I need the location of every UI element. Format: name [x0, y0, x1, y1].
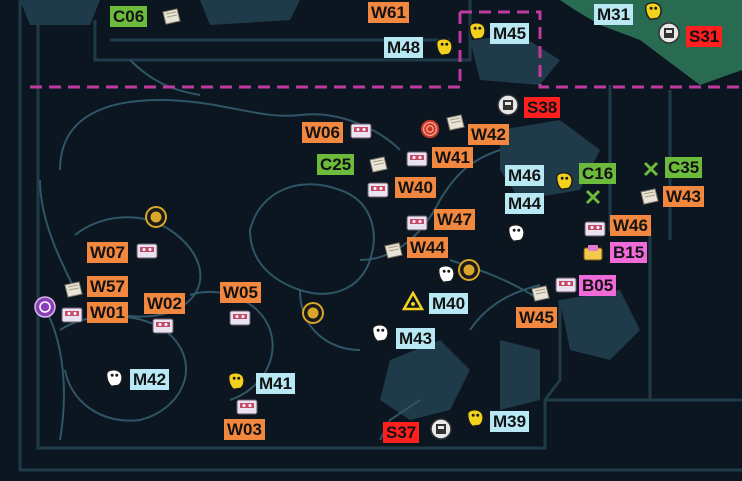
paper-icon[interactable]: [62, 279, 84, 301]
marker-label-m45[interactable]: M45: [490, 23, 530, 44]
marker-label-w57[interactable]: W57: [87, 276, 128, 297]
yellow-ghost-icon[interactable]: [225, 370, 247, 392]
cassette-icon[interactable]: [584, 218, 606, 240]
white-ghost-icon[interactable]: [369, 322, 391, 344]
marker-label-c16[interactable]: C16: [579, 163, 617, 184]
white-ghost-icon[interactable]: [103, 367, 125, 389]
wall-block: [380, 340, 470, 420]
cassette-icon[interactable]: [236, 396, 258, 418]
box-icon[interactable]: [582, 242, 604, 264]
safe-icon[interactable]: [658, 22, 680, 44]
marker-label-w06[interactable]: W06: [302, 122, 343, 143]
green-cross-icon[interactable]: [640, 158, 662, 180]
marker-label-m43[interactable]: M43: [396, 328, 436, 349]
safe-icon[interactable]: [497, 94, 519, 116]
cassette-icon[interactable]: [61, 304, 83, 326]
yellow-ghost-icon[interactable]: [464, 407, 486, 429]
wall-block: [560, 290, 640, 360]
marker-label-m41[interactable]: M41: [256, 373, 296, 394]
coin-icon[interactable]: [458, 259, 480, 281]
wall-block: [200, 0, 300, 25]
triangle-icon[interactable]: [402, 290, 424, 312]
cassette-icon[interactable]: [152, 315, 174, 337]
cassette-icon[interactable]: [406, 148, 428, 170]
coin-icon[interactable]: [145, 206, 167, 228]
marker-label-m42[interactable]: M42: [130, 369, 170, 390]
green-cross-icon[interactable]: [582, 186, 604, 208]
marker-label-w42[interactable]: W42: [468, 124, 509, 145]
marker-label-m39[interactable]: M39: [490, 411, 530, 432]
marker-label-s31[interactable]: S31: [686, 26, 723, 47]
cassette-icon[interactable]: [229, 307, 251, 329]
cassette-icon[interactable]: [350, 120, 372, 142]
marker-label-m44[interactable]: M44: [505, 193, 545, 214]
safe-icon[interactable]: [430, 418, 452, 440]
cassette-icon[interactable]: [367, 179, 389, 201]
marker-label-w41[interactable]: W41: [432, 147, 473, 168]
marker-label-w46[interactable]: W46: [610, 215, 651, 236]
marker-label-c06[interactable]: C06: [110, 6, 148, 27]
coin-icon[interactable]: [302, 302, 324, 324]
marker-label-w02[interactable]: W02: [144, 293, 185, 314]
yellow-ghost-icon[interactable]: [642, 0, 664, 22]
paper-icon[interactable]: [529, 283, 551, 305]
marker-label-w61[interactable]: W61: [368, 2, 409, 23]
marker-label-c35[interactable]: C35: [665, 157, 703, 178]
cassette-icon[interactable]: [406, 212, 428, 234]
paper-icon[interactable]: [160, 6, 182, 28]
wall-block: [20, 0, 100, 25]
marker-label-s38[interactable]: S38: [524, 97, 561, 118]
marker-label-w07[interactable]: W07: [87, 242, 128, 263]
marker-label-w01[interactable]: W01: [87, 302, 128, 323]
white-ghost-icon[interactable]: [505, 222, 527, 244]
marker-label-w44[interactable]: W44: [407, 237, 448, 258]
cassette-icon[interactable]: [555, 274, 577, 296]
yellow-ghost-icon[interactable]: [553, 170, 575, 192]
purple-portal-icon[interactable]: [34, 296, 56, 318]
marker-label-w05[interactable]: W05: [220, 282, 261, 303]
wall-block: [500, 340, 540, 410]
marker-label-c25[interactable]: C25: [317, 154, 355, 175]
marker-label-s37[interactable]: S37: [383, 422, 420, 443]
marker-label-m46[interactable]: M46: [505, 165, 545, 186]
paper-icon[interactable]: [382, 240, 404, 262]
target-icon[interactable]: [419, 118, 441, 140]
marker-label-w47[interactable]: W47: [434, 209, 475, 230]
marker-label-m48[interactable]: M48: [384, 37, 424, 58]
marker-label-b05[interactable]: B05: [579, 275, 617, 296]
marker-label-b15[interactable]: B15: [610, 242, 648, 263]
yellow-ghost-icon[interactable]: [466, 20, 488, 42]
paper-icon[interactable]: [367, 154, 389, 176]
yellow-ghost-icon[interactable]: [433, 36, 455, 58]
marker-label-w03[interactable]: W03: [224, 419, 265, 440]
marker-label-m40[interactable]: M40: [429, 293, 469, 314]
marker-label-w40[interactable]: W40: [395, 177, 436, 198]
marker-label-w45[interactable]: W45: [516, 307, 557, 328]
wall-block: [470, 35, 560, 85]
paper-icon[interactable]: [444, 112, 466, 134]
paper-icon[interactable]: [638, 186, 660, 208]
cassette-icon[interactable]: [136, 240, 158, 262]
white-ghost-icon[interactable]: [435, 263, 457, 285]
marker-label-w43[interactable]: W43: [663, 186, 704, 207]
marker-label-m31[interactable]: M31: [594, 4, 634, 25]
